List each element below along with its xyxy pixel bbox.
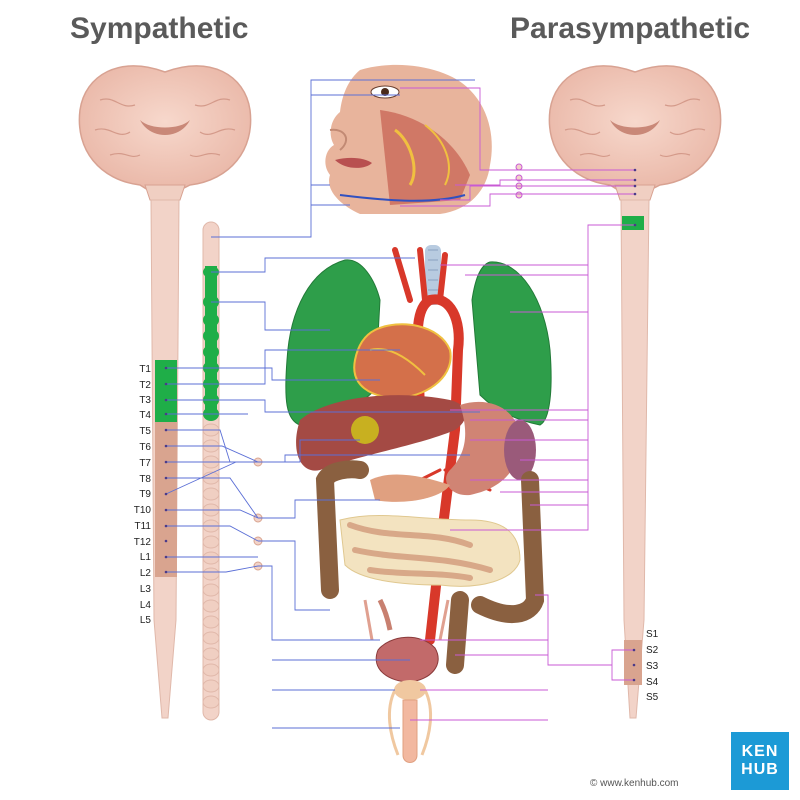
cranial-parasympathetic-ganglia (515, 163, 523, 199)
pancreas (370, 474, 450, 502)
segment-label-l2: L2 (140, 568, 152, 579)
segment-label-t9: T9 (139, 489, 151, 500)
segment-label-s5: S5 (646, 692, 659, 703)
segment-label-t5: T5 (139, 426, 151, 437)
segment-label-s2: S2 (646, 645, 659, 656)
copyright-text: © www.kenhub.com (590, 778, 679, 789)
segment-label-t7: T7 (139, 458, 151, 469)
segment-label-l1: L1 (140, 552, 152, 563)
segment-label-t10: T10 (134, 505, 152, 516)
segment-label-l4: L4 (140, 600, 152, 611)
segment-label-l5: L5 (140, 615, 152, 626)
right-brain (548, 65, 722, 201)
parasympathetic-connections (400, 87, 635, 721)
segment-label-s3: S3 (646, 661, 659, 672)
right-spinal-cord (620, 199, 650, 719)
segment-label-t11: T11 (135, 521, 152, 532)
kenhub-logo[interactable]: KEN HUB (731, 732, 789, 790)
liver (296, 395, 466, 471)
parasympathetic-title: Parasympathetic (510, 12, 751, 45)
left-brain (78, 65, 252, 201)
large-intestine (315, 460, 545, 674)
reproductive-organs (388, 680, 432, 763)
segment-label-t4: T4 (139, 410, 151, 421)
logo-line-2: HUB (741, 761, 779, 778)
sympathetic-title: Sympathetic (70, 12, 249, 45)
segment-markers (164, 168, 637, 682)
segment-label-t3: T3 (139, 395, 151, 406)
segment-label-t6: T6 (139, 442, 151, 453)
left-spinal-cord (150, 199, 180, 719)
appendix (377, 598, 393, 631)
segment-label-t1: T1 (139, 364, 151, 375)
face-illustration (325, 64, 492, 214)
small-intestine (339, 515, 521, 587)
segment-label-s1: S1 (646, 629, 659, 640)
sympathetic-connections (165, 79, 480, 729)
thoracolumbar-segment-labels: T1 T2 T3 T4 T5 T6 T7 T8 T9 T10 T11 T12 L… (134, 364, 152, 626)
segment-label-s4: S4 (646, 677, 659, 688)
trachea (425, 245, 441, 305)
stomach (446, 401, 536, 496)
segment-label-t2: T2 (139, 380, 151, 391)
sacral-segment-labels: S1 S2 S3 S4 S5 (646, 629, 659, 703)
logo-line-1: KEN (741, 743, 779, 760)
segment-label-l3: L3 (140, 584, 152, 595)
segment-label-t8: T8 (139, 474, 151, 485)
segment-label-t12: T12 (134, 537, 152, 548)
heart (353, 323, 452, 400)
